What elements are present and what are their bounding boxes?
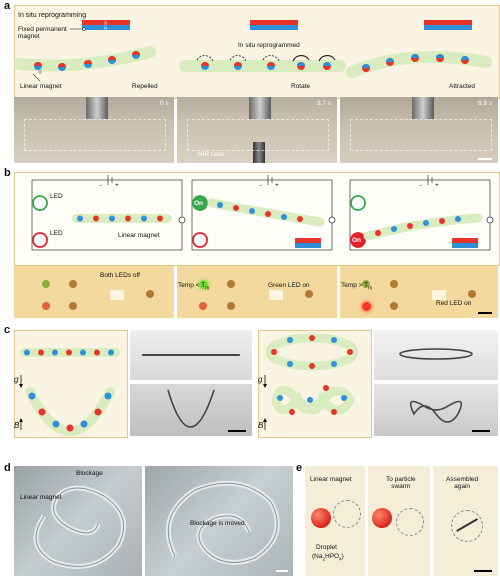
panel-c-photo-figure-eight bbox=[374, 384, 498, 436]
beads-circuit-2 bbox=[207, 198, 325, 227]
green-led-2 bbox=[192, 195, 208, 211]
on-label-3: On bbox=[352, 237, 362, 244]
photo-b3-caption: Red LED on bbox=[436, 300, 472, 307]
minus-2: - bbox=[260, 182, 263, 189]
green-led-1 bbox=[32, 195, 48, 211]
panel-b-circuits bbox=[31, 175, 494, 251]
panel-e-photo-1 bbox=[305, 466, 365, 576]
panel-label-b: b bbox=[4, 167, 11, 179]
fixed-magnet-label: Fixed permanent magnet bbox=[18, 26, 67, 40]
field-label-left: B bbox=[14, 421, 20, 430]
red-led-3 bbox=[350, 232, 366, 248]
plus-3: + bbox=[435, 182, 439, 189]
linear-magnet-e-label: Linear magnet bbox=[310, 476, 352, 483]
panel-e-photo-3 bbox=[433, 466, 498, 576]
led-green-label: LED bbox=[50, 193, 63, 200]
plus-2: + bbox=[275, 182, 279, 189]
photo-b3-temp: Temp > Tm bbox=[341, 282, 373, 292]
panel-label-a: a bbox=[4, 0, 11, 12]
chain-straight bbox=[20, 348, 120, 357]
blockage-label: Blockage bbox=[76, 470, 103, 477]
panel-c-photo-straight bbox=[130, 330, 252, 380]
plus-1: + bbox=[115, 182, 119, 189]
panel-label-e: e bbox=[296, 462, 303, 474]
circuit-2 bbox=[191, 175, 333, 251]
svg-text:N: N bbox=[104, 26, 107, 31]
state-repelled: Repelled bbox=[132, 83, 158, 90]
led-red-label: LED bbox=[50, 230, 63, 237]
minus-3: - bbox=[420, 182, 423, 189]
state-reprogrammed: In situ reprogrammed bbox=[238, 42, 300, 49]
panel-a-title: In situ reprogramming bbox=[18, 12, 87, 19]
photo-b2-caption: Green LED on bbox=[268, 282, 310, 289]
linear-magnet-b-label: Linear magnet bbox=[118, 232, 160, 239]
fixed-magnet-1: S N bbox=[70, 20, 130, 31]
droplet-2 bbox=[372, 508, 392, 528]
time-stamp-3: 6.9 s bbox=[478, 100, 493, 107]
time-stamp-2: 3.7 s bbox=[317, 100, 332, 107]
linear-magnet-d-label: Linear magnet bbox=[20, 494, 62, 501]
beads-circuit-3 bbox=[363, 213, 483, 241]
field-label-right: B bbox=[258, 421, 264, 430]
scale-bar-c-right bbox=[472, 430, 490, 432]
red-led-1 bbox=[32, 232, 48, 248]
panel-b-photo-2 bbox=[177, 266, 337, 318]
droplet-label: Droplet bbox=[316, 544, 337, 551]
chain-ring bbox=[265, 333, 359, 371]
panel-a-photo-1 bbox=[14, 97, 174, 163]
droplet-formula: (Na2HPO4) bbox=[312, 553, 344, 562]
time-stamp-1: 0 s bbox=[160, 100, 169, 107]
photo-b1-caption: Both LEDs off bbox=[100, 272, 140, 279]
chain-figure-eight bbox=[271, 385, 356, 415]
photo-b2-temp: Temp < Tm bbox=[178, 282, 210, 292]
fixed-magnet-3 bbox=[424, 20, 472, 30]
fixed-magnet-2 bbox=[250, 20, 298, 30]
panel-c-art bbox=[19, 333, 359, 436]
linear-magnet-label: Linear magnet bbox=[20, 83, 62, 90]
beads-tube-1 bbox=[32, 51, 140, 82]
panel-d-photo-1 bbox=[14, 466, 142, 576]
panel-b-photo-3 bbox=[340, 266, 498, 318]
state-rotate: Rotate bbox=[291, 83, 311, 90]
scale-bar-a bbox=[478, 158, 492, 160]
gravity-label-right: g bbox=[258, 375, 263, 384]
scale-bar-d bbox=[276, 570, 288, 572]
panel-d-photo-2 bbox=[145, 466, 293, 576]
circuit-1 bbox=[31, 175, 183, 251]
beads-circuit-1 bbox=[72, 214, 172, 223]
circuit-3 bbox=[349, 175, 491, 251]
minus-1: - bbox=[100, 182, 103, 189]
scale-bar-b bbox=[478, 312, 492, 314]
panel-a-photo-3 bbox=[340, 97, 498, 163]
svg-text:S: S bbox=[104, 21, 107, 26]
blockage-moved-label: Blockage is moved bbox=[190, 520, 245, 527]
beads-tube-3 bbox=[362, 54, 469, 72]
scale-bar-e bbox=[474, 570, 492, 572]
panel-c-photo-ring bbox=[374, 330, 498, 380]
panel-a-photo-2 bbox=[177, 97, 337, 163]
beads-tube-2 bbox=[196, 55, 336, 70]
droplet-1 bbox=[311, 508, 331, 528]
state-attracted: Attracted bbox=[449, 83, 476, 90]
on-label: On bbox=[194, 200, 204, 207]
nir-laser-label: NIR laser bbox=[198, 151, 226, 158]
gravity-label-left: g bbox=[14, 375, 19, 384]
green-led-3 bbox=[350, 195, 366, 211]
red-led-2 bbox=[192, 232, 208, 248]
panel-c-photo-u bbox=[130, 384, 252, 436]
panel-label-d: d bbox=[4, 462, 11, 474]
panel-a-diagram-art: S N bbox=[14, 20, 492, 82]
panel-e-photo-2 bbox=[368, 466, 430, 576]
panel-b-photo-1 bbox=[14, 266, 174, 318]
scale-bar-c-left bbox=[228, 430, 246, 432]
panel-label-c: c bbox=[4, 324, 11, 336]
